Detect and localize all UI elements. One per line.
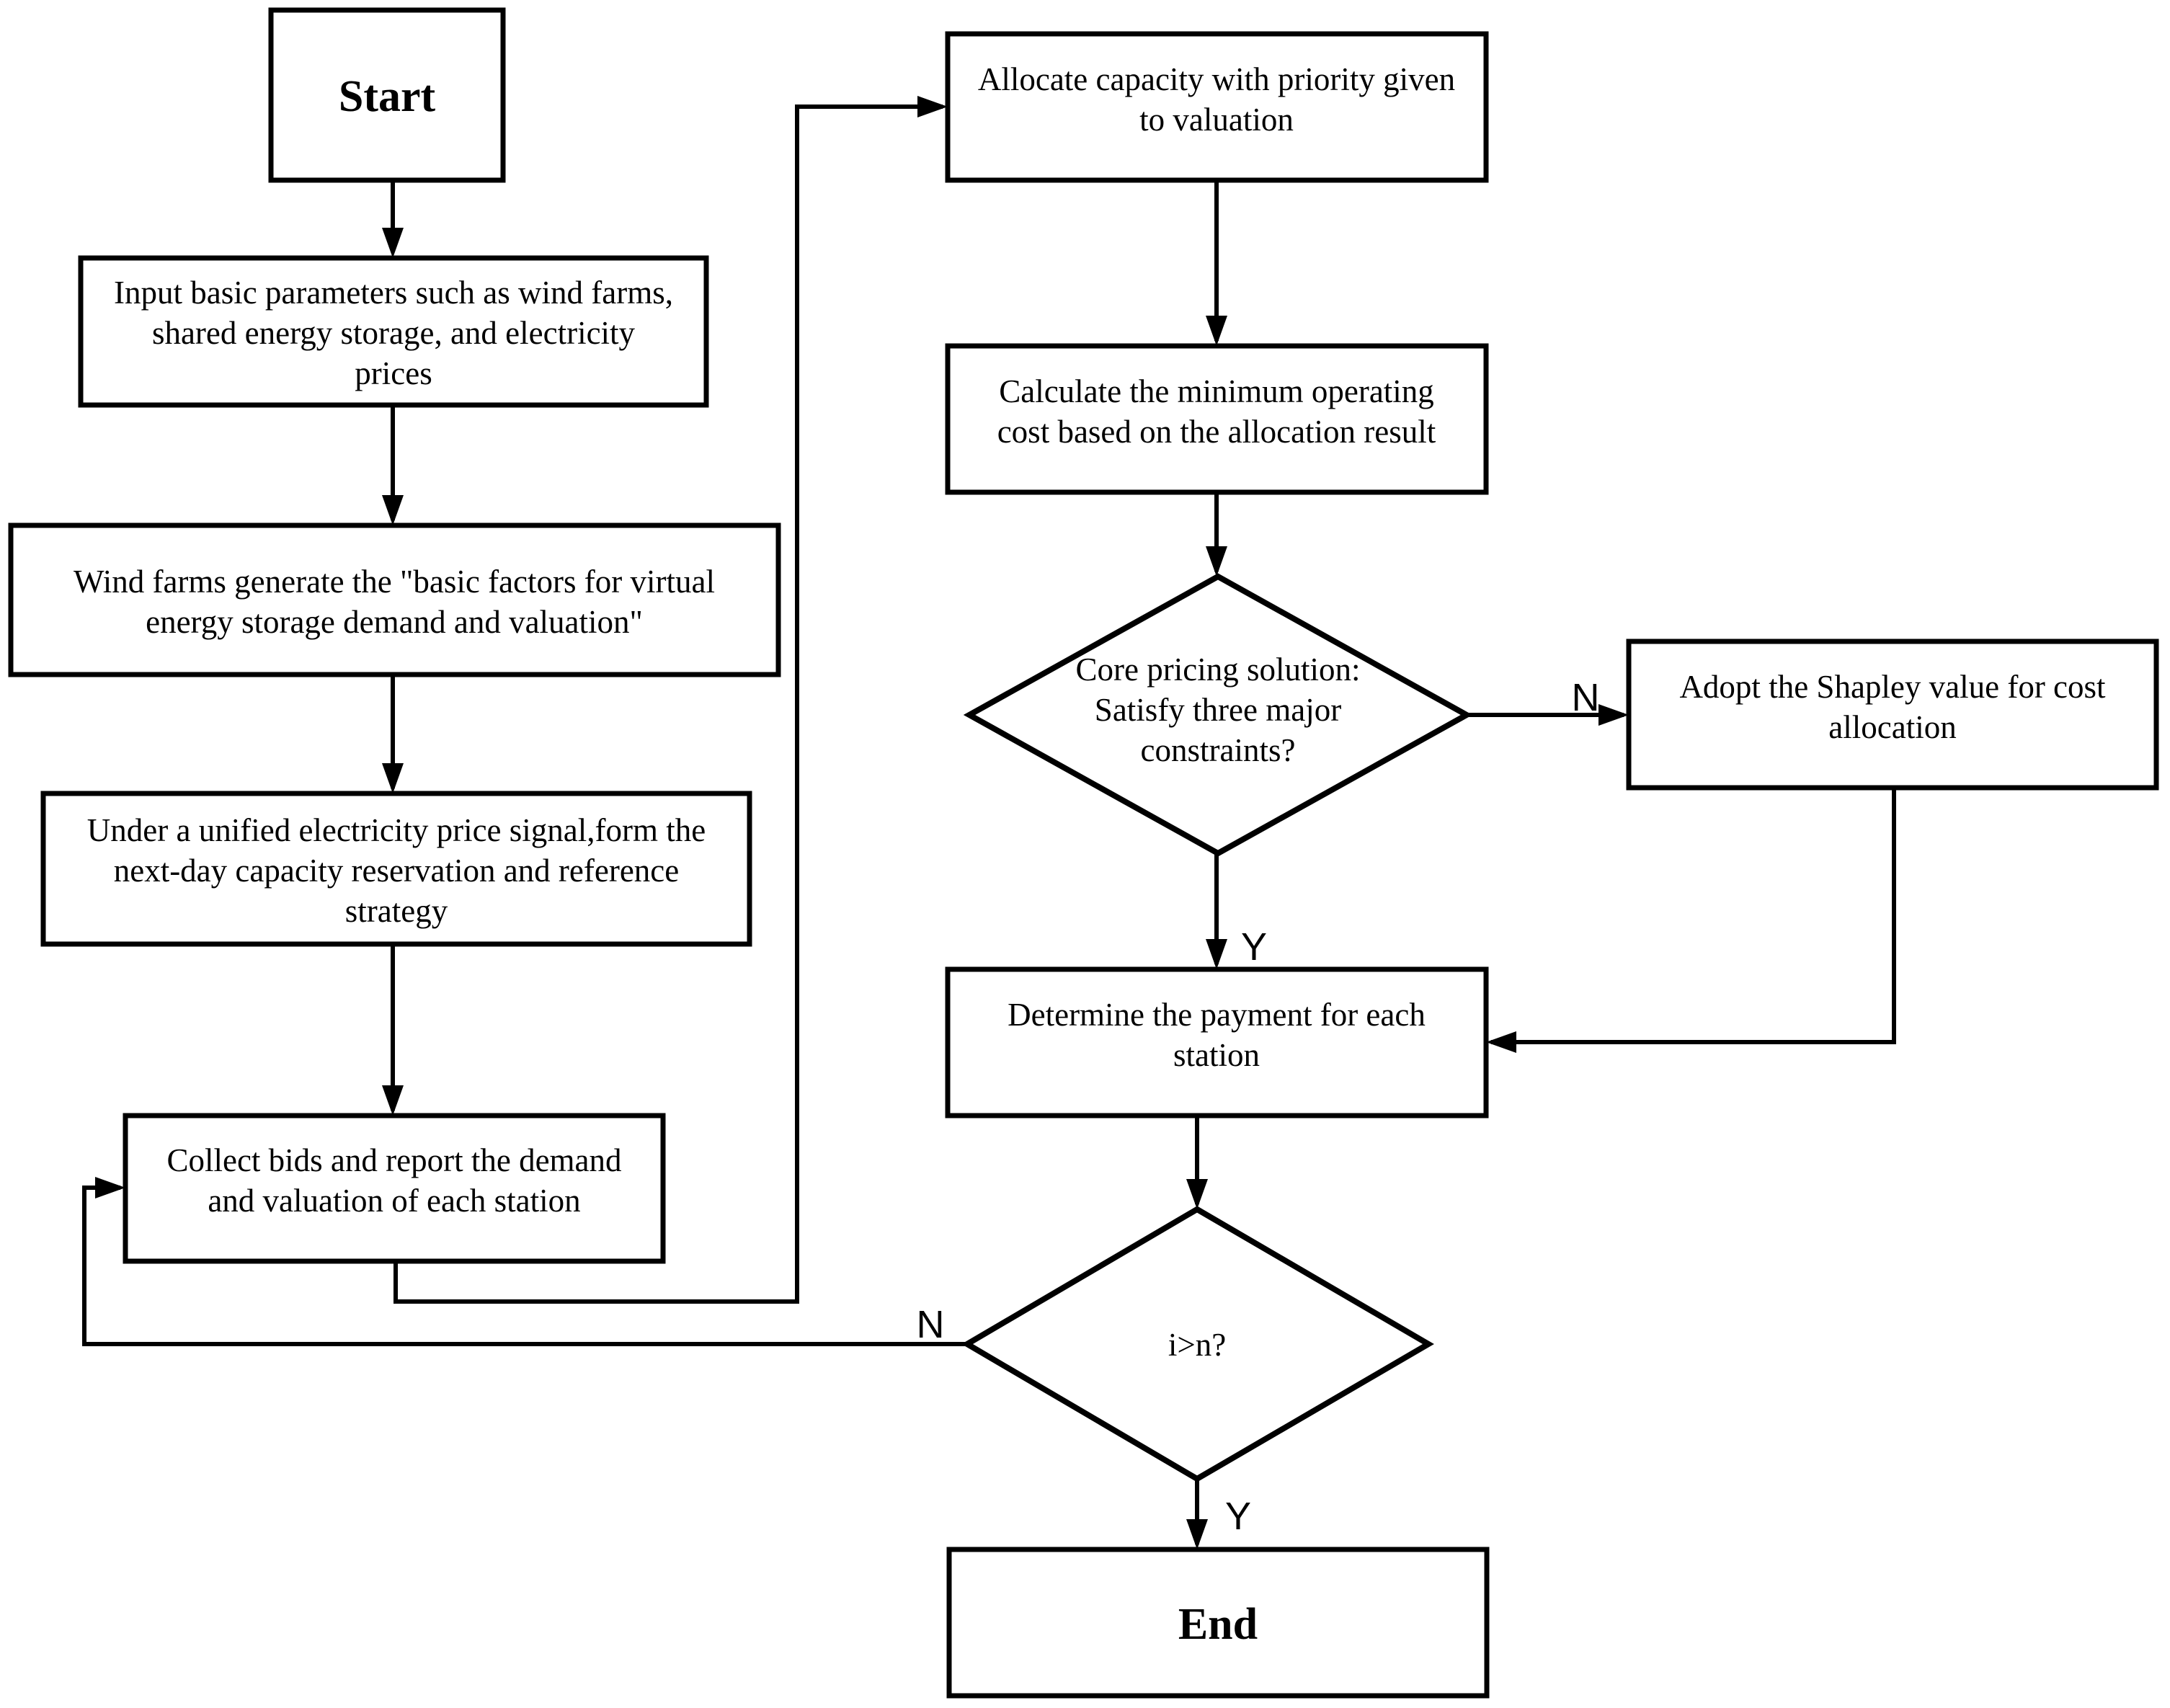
allocate-capacity-line: to valuation bbox=[1139, 102, 1294, 138]
label-core-yes: Y bbox=[1241, 925, 1267, 969]
iteration-decision-diamond bbox=[961, 1206, 1434, 1482]
core-pricing-line: constraints? bbox=[1141, 732, 1296, 768]
label-core-no: N bbox=[1572, 676, 1600, 719]
start-label: Start bbox=[339, 72, 436, 121]
calculate-cost-line: cost based on the allocation result bbox=[997, 414, 1436, 450]
collect-bids-line: Collect bids and report the demand bbox=[166, 1142, 621, 1178]
determine-payment-line: station bbox=[1173, 1037, 1260, 1073]
calculate-cost-line: Calculate the minimum operating bbox=[999, 373, 1434, 409]
unified-price-line: strategy bbox=[345, 893, 448, 929]
edge-collect-to-allocate bbox=[393, 104, 943, 1304]
collect-bids-line: and valuation of each station bbox=[208, 1183, 580, 1219]
adopt-shapley-line: allocation bbox=[1828, 709, 1956, 745]
determine-payment-box bbox=[945, 966, 1489, 1118]
arrowhead-shapley-to-determine bbox=[1486, 1031, 1516, 1053]
collect-bids-box bbox=[123, 1113, 666, 1264]
arrowhead-coredecision-to-determine bbox=[1206, 939, 1227, 969]
arrowhead-allocate-to-calculate bbox=[1206, 316, 1227, 346]
arrowhead-start-to-input bbox=[382, 228, 404, 258]
end-label: End bbox=[1178, 1600, 1258, 1649]
unified-price-box bbox=[40, 791, 752, 947]
input-params-line: Input basic parameters such as wind farm… bbox=[114, 275, 673, 311]
arrowhead-calculate-to-coredecision bbox=[1206, 546, 1227, 577]
allocate-capacity-box bbox=[945, 31, 1489, 183]
label-iter-no: N bbox=[917, 1303, 945, 1346]
input-params-line: prices bbox=[355, 355, 432, 391]
determine-payment-line: Determine the payment for each bbox=[1008, 997, 1426, 1033]
iteration-decision-label: i>n? bbox=[1168, 1327, 1226, 1363]
arrowhead-coredecision-to-shapley bbox=[1598, 704, 1629, 726]
core-pricing-line: Core pricing solution: bbox=[1076, 651, 1361, 688]
input-params-line: shared energy storage, and electricity bbox=[152, 315, 636, 351]
calculate-cost-box bbox=[945, 343, 1489, 495]
arrowhead-iterdecision-to-collect bbox=[95, 1177, 125, 1198]
start-box bbox=[268, 7, 506, 183]
core-pricing-decision-diamond bbox=[963, 573, 1473, 857]
input-params-box bbox=[78, 255, 709, 408]
arrowhead-collect-to-allocate bbox=[917, 96, 948, 117]
arrowhead-determine-to-iterdecision bbox=[1186, 1179, 1208, 1209]
arrowhead-iterdecision-to-end bbox=[1186, 1519, 1208, 1549]
wind-farms-box bbox=[8, 522, 781, 677]
end-box bbox=[946, 1547, 1490, 1699]
unified-price-line: next-day capacity reservation and refere… bbox=[114, 853, 680, 889]
wind-farms-line: Wind farms generate the "basic factors f… bbox=[74, 564, 715, 600]
allocate-capacity-line: Allocate capacity with priority given bbox=[978, 61, 1455, 97]
adopt-shapley-line: Adopt the Shapley value for cost bbox=[1679, 669, 2106, 705]
adopt-shapley-box bbox=[1626, 639, 2159, 791]
core-pricing-line: Satisfy three major bbox=[1095, 692, 1341, 728]
wind-farms-line: energy storage demand and valuation" bbox=[146, 604, 643, 640]
unified-price-line: Under a unified electricity price signal… bbox=[87, 812, 706, 848]
label-iter-yes: Y bbox=[1225, 1495, 1251, 1538]
arrowhead-windfarms-to-unified bbox=[382, 763, 404, 793]
arrowhead-input-to-windfarms bbox=[382, 495, 404, 525]
edge-shapley-to-determine bbox=[1491, 788, 1896, 1044]
arrowhead-unified-to-collect bbox=[382, 1085, 404, 1116]
